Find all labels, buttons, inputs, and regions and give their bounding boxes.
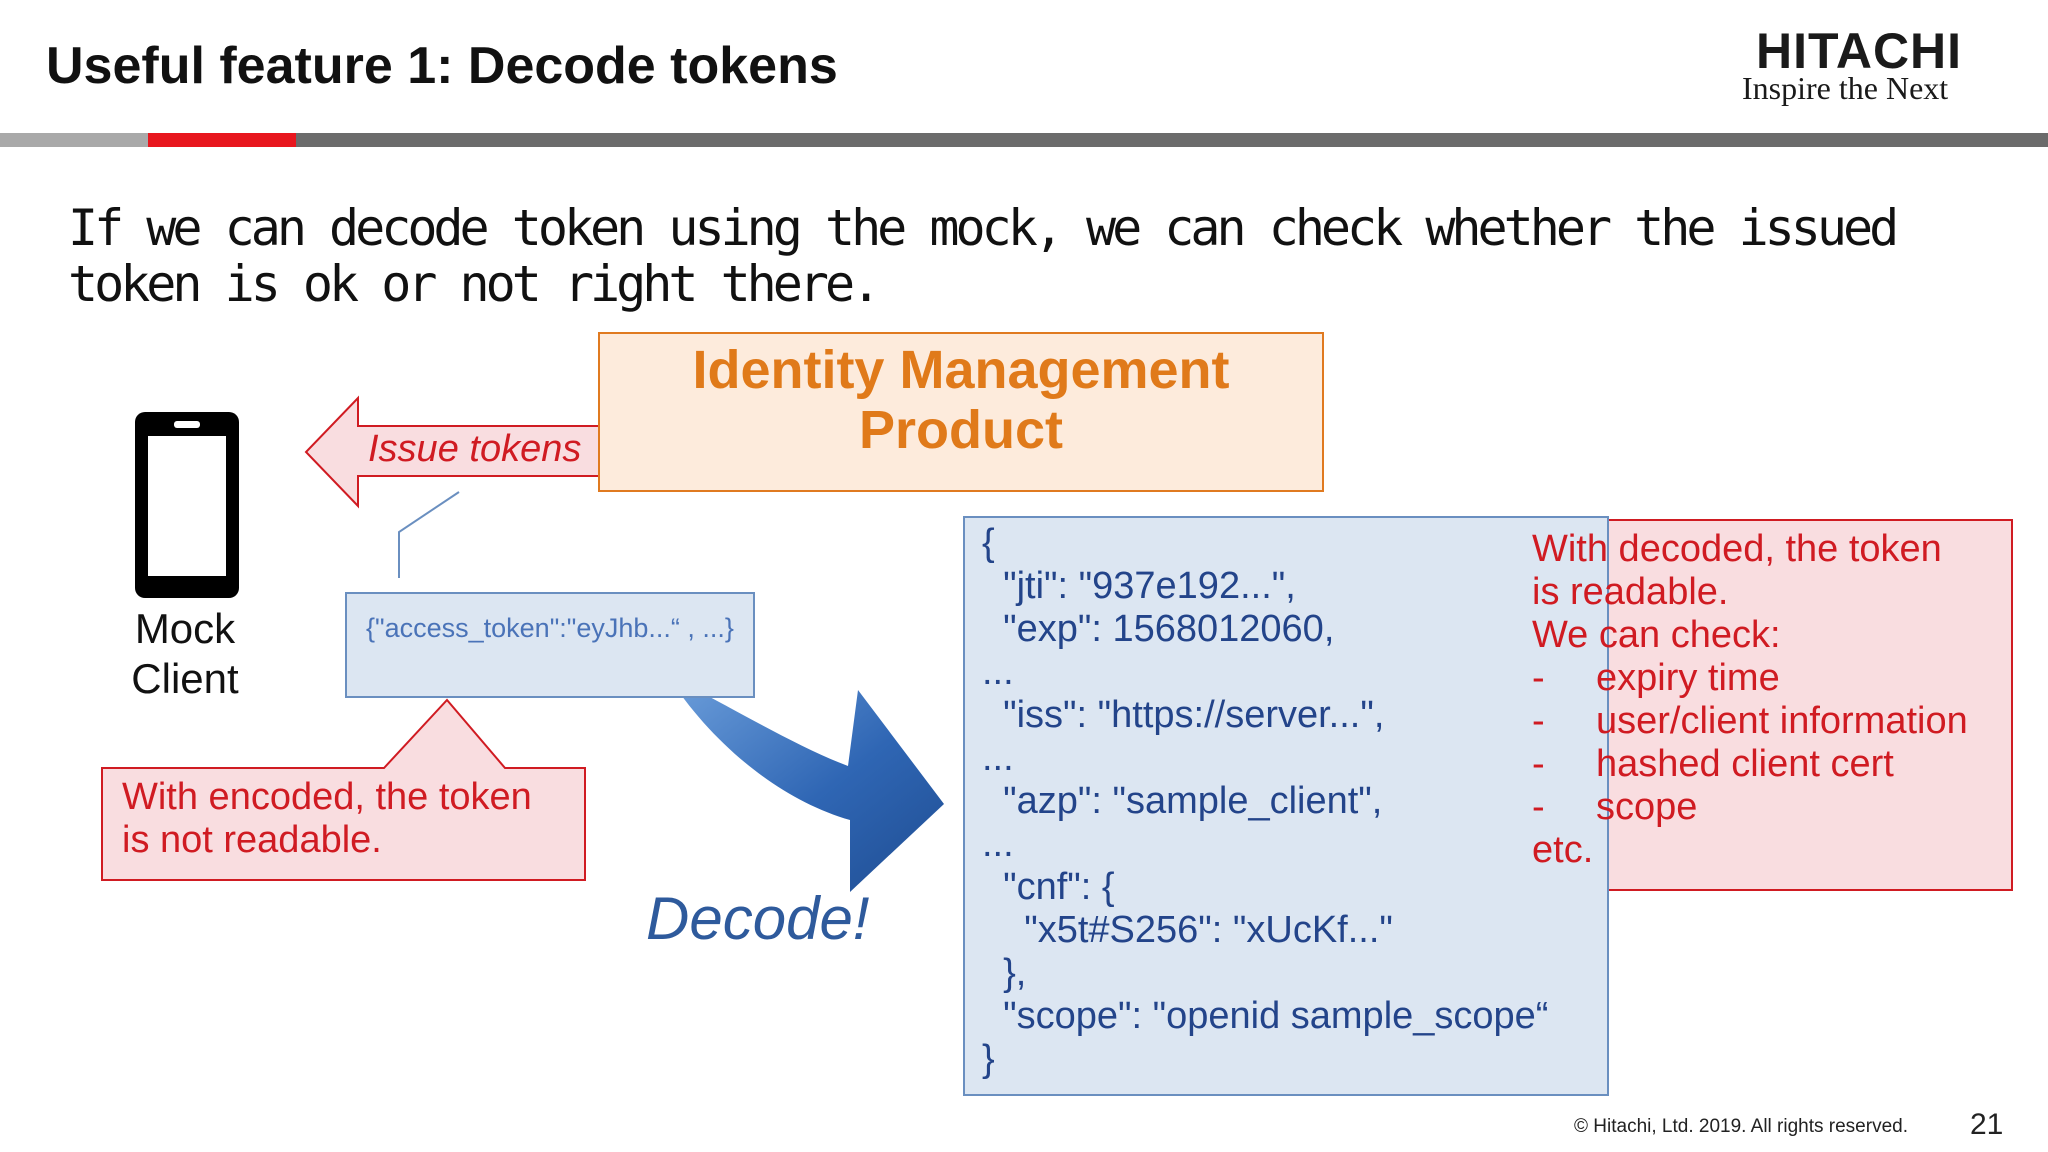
encoded-callout-line2: is not readable. [122, 819, 382, 861]
json-line: "scope": "openid sample_scope“ [982, 995, 1549, 1037]
check-item: - scope [1532, 786, 2012, 829]
json-line: }, [982, 952, 1027, 994]
check-item-label: expiry time [1596, 657, 1780, 699]
check-item-label: user/client information [1596, 700, 1968, 742]
json-line: "jti": "937e192...", [982, 565, 1296, 607]
decoded-callout-line1: With decoded, the token [1532, 528, 1942, 570]
identity-management-box [598, 332, 1324, 492]
mock-client-label: Mock Client [90, 604, 280, 704]
decoded-callout-closing: etc. [1532, 829, 1594, 871]
issue-tokens-arrow [304, 395, 626, 509]
list-marker: - [1532, 700, 1545, 742]
json-line: "exp": 1568012060, [982, 608, 1335, 650]
issue-tokens-label: Issue tokens [368, 428, 582, 470]
encoded-callout-line1: With encoded, the token [122, 776, 532, 818]
header-divider-red-segment [148, 133, 296, 147]
json-line: ... [982, 823, 1014, 865]
check-item: - hashed client cert [1532, 743, 2012, 786]
json-line: "iss": "https://server...", [982, 694, 1385, 736]
slide-title: Useful feature 1: Decode tokens [46, 37, 838, 95]
identity-management-title: Identity Management Product [692, 340, 1230, 460]
hitachi-logo: HITACHI [1756, 23, 1963, 79]
intro-text: If we can decode token using the mock, w… [68, 199, 1899, 313]
json-line: "cnf": { [982, 866, 1115, 908]
page-number: 21 [1970, 1108, 2004, 1141]
decoded-callout-line2: is readable. [1532, 571, 1729, 613]
header-divider-light-segment [0, 133, 148, 147]
check-item: - user/client information [1532, 700, 2012, 743]
json-line: ... [982, 651, 1014, 693]
list-marker: - [1532, 743, 1545, 785]
json-line: ... [982, 737, 1014, 779]
logo-tagline: Inspire the Next [1742, 70, 1949, 106]
mock-client-label-line2: Client [131, 655, 239, 702]
encoded-callout-text: With encoded, the token is not readable. [122, 776, 592, 862]
list-marker: - [1532, 786, 1545, 828]
json-line: { [982, 522, 995, 564]
check-item-label: scope [1596, 786, 1698, 828]
footer-copyright: © Hitachi, Ltd. 2019. All rights reserve… [1574, 1116, 1908, 1137]
decoded-json-box [963, 516, 1609, 1096]
json-line: "azp": "sample_client", [982, 780, 1383, 822]
header-divider-bar [0, 133, 2048, 147]
connector-line [398, 491, 460, 578]
check-item-label: hashed client cert [1596, 743, 1894, 785]
encoded-callout-bubble [101, 698, 586, 881]
mock-client-label-line1: Mock [134, 605, 236, 652]
decoded-callout-line3: We can check: [1532, 614, 1781, 656]
phone-icon [135, 412, 239, 598]
check-item: - expiry time [1532, 657, 2012, 700]
decode-label: Decode! [646, 885, 870, 952]
list-marker: - [1532, 657, 1545, 699]
json-line: } [982, 1038, 995, 1080]
decode-arrow [668, 676, 944, 892]
encoded-token-text: {"access_token":"eyJhb...“ , ...} [366, 613, 734, 643]
encoded-token-box [345, 592, 755, 698]
decoded-callout-text: With decoded, the token is readable. We … [1532, 528, 2012, 872]
json-line: "x5t#S256": "xUcKf..." [982, 909, 1393, 951]
